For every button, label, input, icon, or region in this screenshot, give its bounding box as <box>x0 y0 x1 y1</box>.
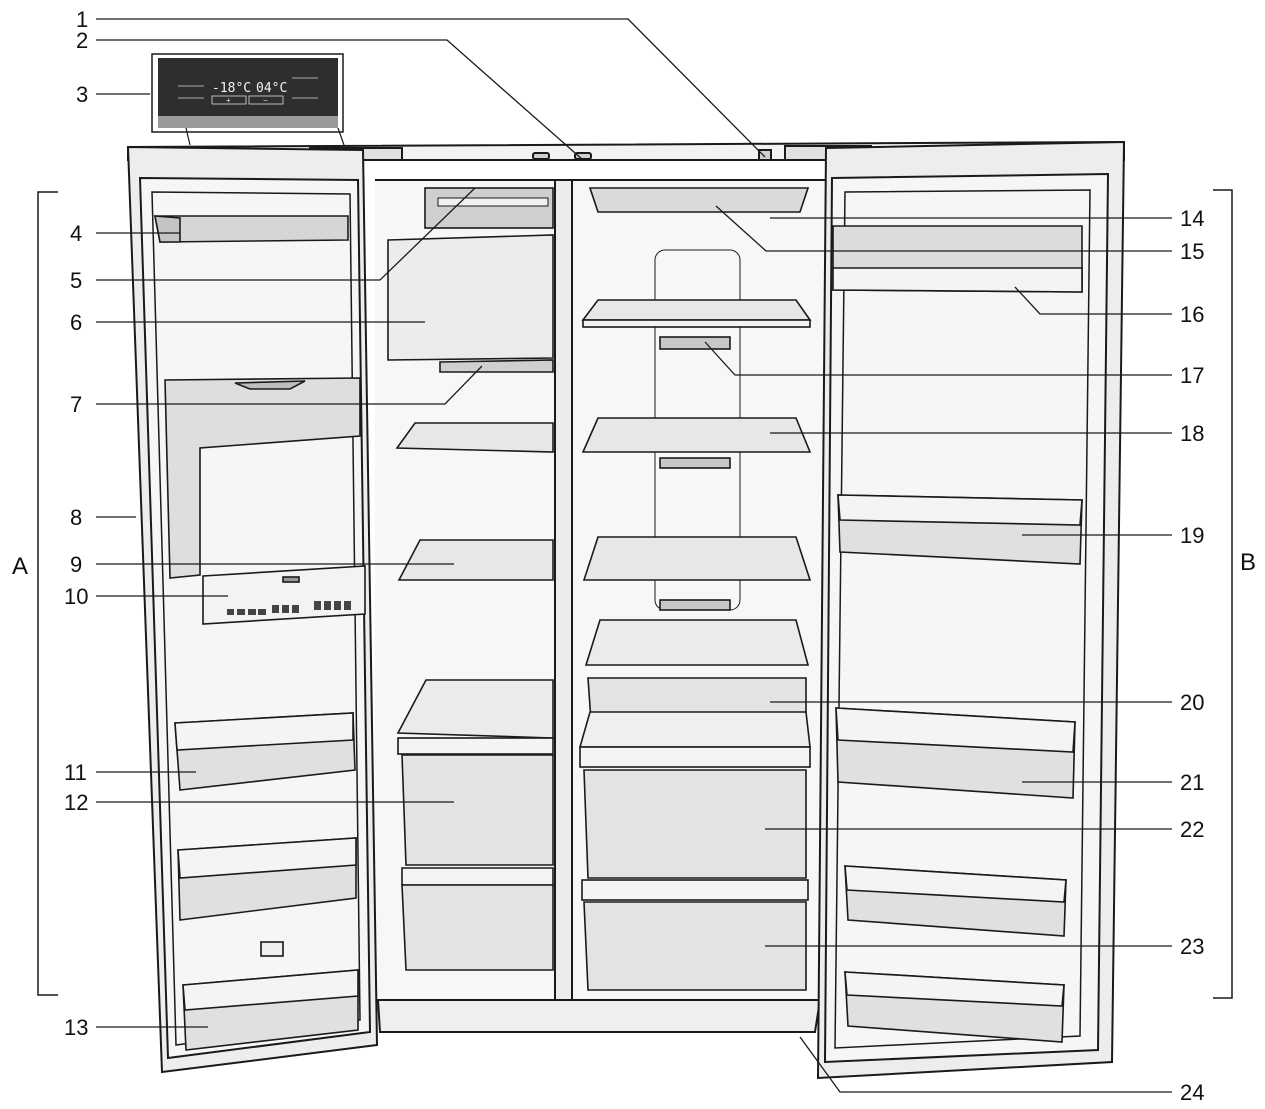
callout-11: 11 <box>64 760 87 785</box>
shelf-support-17 <box>659 336 731 350</box>
callout-5: 5 <box>70 268 82 293</box>
fridge-door-shelf-21 <box>835 707 1076 799</box>
fridge-door-shelf-lower-1 <box>844 865 1067 937</box>
fridge-shelf-lower <box>582 536 812 581</box>
fridge-door-shelf-19 <box>837 494 1083 565</box>
fridge-door-shelves <box>832 225 1083 1043</box>
callout-13: 13 <box>64 1015 88 1040</box>
callout-12: 12 <box>64 790 88 815</box>
callout-numbers: 1 2 3 4 5 6 7 8 9 10 11 12 13 14 15 16 1… <box>64 7 1204 1105</box>
leader-lines <box>96 18 1172 1093</box>
callout-23: 23 <box>1180 934 1204 959</box>
callout-19: 19 <box>1180 523 1204 548</box>
fridge-temperature: 04°C <box>256 81 287 96</box>
fridge-shelf-upper <box>581 299 812 321</box>
freezer-interior <box>387 187 554 373</box>
freezer-shelf-upper <box>395 422 554 453</box>
fridge-light-cover <box>588 187 810 213</box>
callout-16: 16 <box>1180 302 1204 327</box>
freezer-shelf-lower <box>396 679 554 739</box>
callout-18: 18 <box>1180 421 1204 446</box>
callout-2: 2 <box>76 28 88 53</box>
callout-14: 14 <box>1180 206 1204 231</box>
callout-15: 15 <box>1180 239 1204 264</box>
freezer-door-shelf-11 <box>174 712 356 791</box>
callout-24: 24 <box>1180 1080 1204 1105</box>
callout-8: 8 <box>70 505 82 530</box>
control-panel: -18°C 04°C + − <box>151 53 345 146</box>
section-label-b: B <box>1240 549 1256 576</box>
freezer-light-cover <box>424 187 554 229</box>
freezer-drawer-12 <box>401 754 554 866</box>
freezer-door-shelf-middle <box>177 837 357 921</box>
freezer-door-shelf-13 <box>182 941 359 1051</box>
freezer-temperature: -18°C <box>212 81 251 96</box>
dispenser-mode-icons <box>227 601 351 615</box>
callout-9: 9 <box>70 552 82 577</box>
ice-maker <box>387 234 554 361</box>
callout-22: 22 <box>1180 817 1204 842</box>
callout-4: 4 <box>70 221 82 246</box>
freezer-drawer-lower <box>401 884 554 971</box>
bracket-left <box>37 191 58 996</box>
freezer-shelf-9 <box>397 539 554 581</box>
callout-10: 10 <box>64 584 88 609</box>
section-label-a: A <box>12 553 28 580</box>
fridge-door-shelf-lower-2 <box>844 971 1065 1043</box>
fridge-shelf-18 <box>581 417 812 453</box>
ice-dispenser-recess <box>164 377 361 579</box>
freezer-shelves <box>395 422 554 971</box>
panel-plus-button: + <box>226 96 231 105</box>
fridge-interior <box>578 187 812 991</box>
callout-17: 17 <box>1180 363 1204 388</box>
section-brackets <box>37 189 1233 999</box>
panel-minus-button: − <box>263 96 268 105</box>
fridge-door-shelf-16 <box>832 225 1083 293</box>
fridge-drawer-top-lid <box>584 619 810 666</box>
fridge-drawer-22 <box>583 769 807 879</box>
fridge-drawer-23 <box>583 901 807 991</box>
callout-20: 20 <box>1180 690 1204 715</box>
fridge-door <box>816 140 1126 1080</box>
freezer-door-top-shelf <box>154 215 349 243</box>
callout-6: 6 <box>70 310 82 335</box>
callout-7: 7 <box>70 392 82 417</box>
callout-1: 1 <box>76 7 88 32</box>
dispenser-control-panel <box>202 565 366 625</box>
callout-3: 3 <box>76 82 88 107</box>
freezer-door-shelves <box>174 712 359 1051</box>
bracket-right <box>1213 189 1233 999</box>
callout-21: 21 <box>1180 770 1204 795</box>
ice-container-edge <box>439 359 554 373</box>
